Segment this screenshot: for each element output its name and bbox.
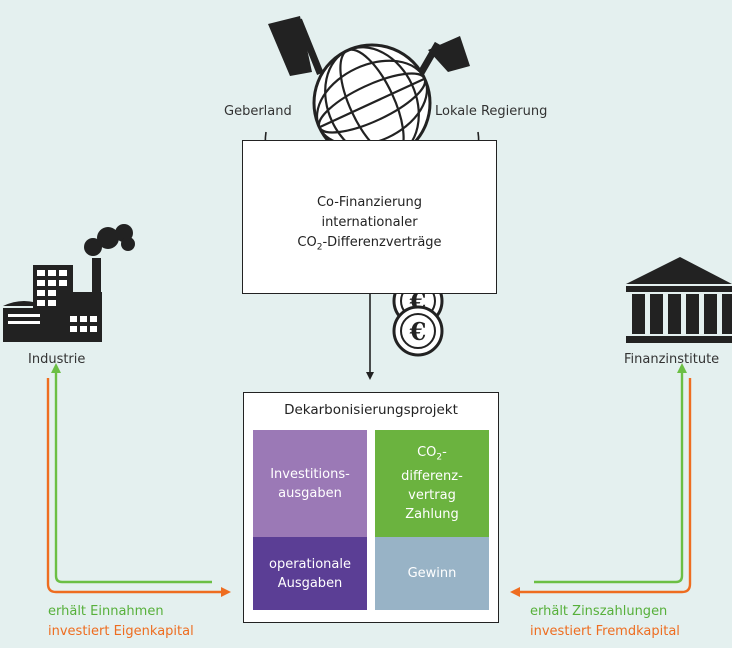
co2-text: CO	[297, 235, 317, 250]
project-box: Dekarbonisierungsprojekt Investitions-au…	[243, 392, 499, 623]
bank-debt-arrow	[510, 378, 692, 597]
finanzinstitute-label: Finanzinstitute	[624, 352, 720, 367]
project-title: Dekarbonisierungsprojekt	[284, 402, 458, 418]
industrie-label: Industrie	[28, 352, 86, 367]
bank-interest-arrow	[534, 363, 687, 584]
co-financing-line1: Co-Finanzierung	[316, 195, 423, 210]
co2-subscript: 2	[316, 242, 323, 253]
profit-cell: Gewinn	[375, 537, 489, 610]
co-financing-line2: internationaler	[321, 215, 418, 230]
geberland-label: Geberland	[224, 104, 292, 119]
industry-income-arrow	[51, 363, 212, 584]
svg-text:€: €	[409, 317, 427, 346]
globe-icon	[312, 43, 432, 163]
opex-line2: Ausgaben	[277, 575, 343, 591]
opex-line1: operationale	[269, 556, 351, 572]
lokale-regierung-label: Lokale Regierung	[435, 104, 548, 119]
ccfd-line2: differenz-	[401, 469, 463, 485]
industry-receives-caption: erhält Einnahmen	[48, 604, 164, 619]
co2-text: CO	[417, 444, 437, 460]
flag-icon	[268, 16, 324, 76]
ccfd-payment-cell: CO2- differenz- vertrag Zahlung	[375, 430, 489, 537]
factory-icon	[3, 224, 135, 342]
bank-invests-caption: investiert Fremdkapital	[530, 624, 680, 639]
bank-receives-caption: erhält Zinszahlungen	[530, 604, 668, 619]
ccfd-line4: Zahlung	[405, 507, 459, 523]
capex-line2: ausgaben	[278, 485, 342, 501]
capex-cell: Investitions-ausgaben	[253, 430, 367, 537]
hyphen-text: -	[442, 444, 447, 460]
co2-subscript: 2	[436, 452, 443, 463]
capex-line1: Investitions-	[270, 466, 350, 482]
bank-icon	[626, 257, 732, 343]
ccfd-line1: CO2-	[401, 443, 463, 468]
co-financing-line3: CO2-Differenzverträge	[243, 233, 496, 258]
euro-coin-icon: €	[392, 305, 444, 357]
differenzvertraege-text: -Differenzverträge	[322, 235, 442, 250]
industry-invests-caption: investiert Eigenkapital	[48, 624, 194, 639]
co-financing-box: Co-Finanzierung internationaler CO2-Diff…	[242, 140, 497, 294]
co-financing-text: Co-Finanzierung internationaler CO2-Diff…	[243, 193, 496, 258]
industry-equity-arrow	[46, 378, 231, 597]
profit-label: Gewinn	[407, 566, 457, 581]
ccfd-line3: vertrag	[408, 488, 456, 504]
